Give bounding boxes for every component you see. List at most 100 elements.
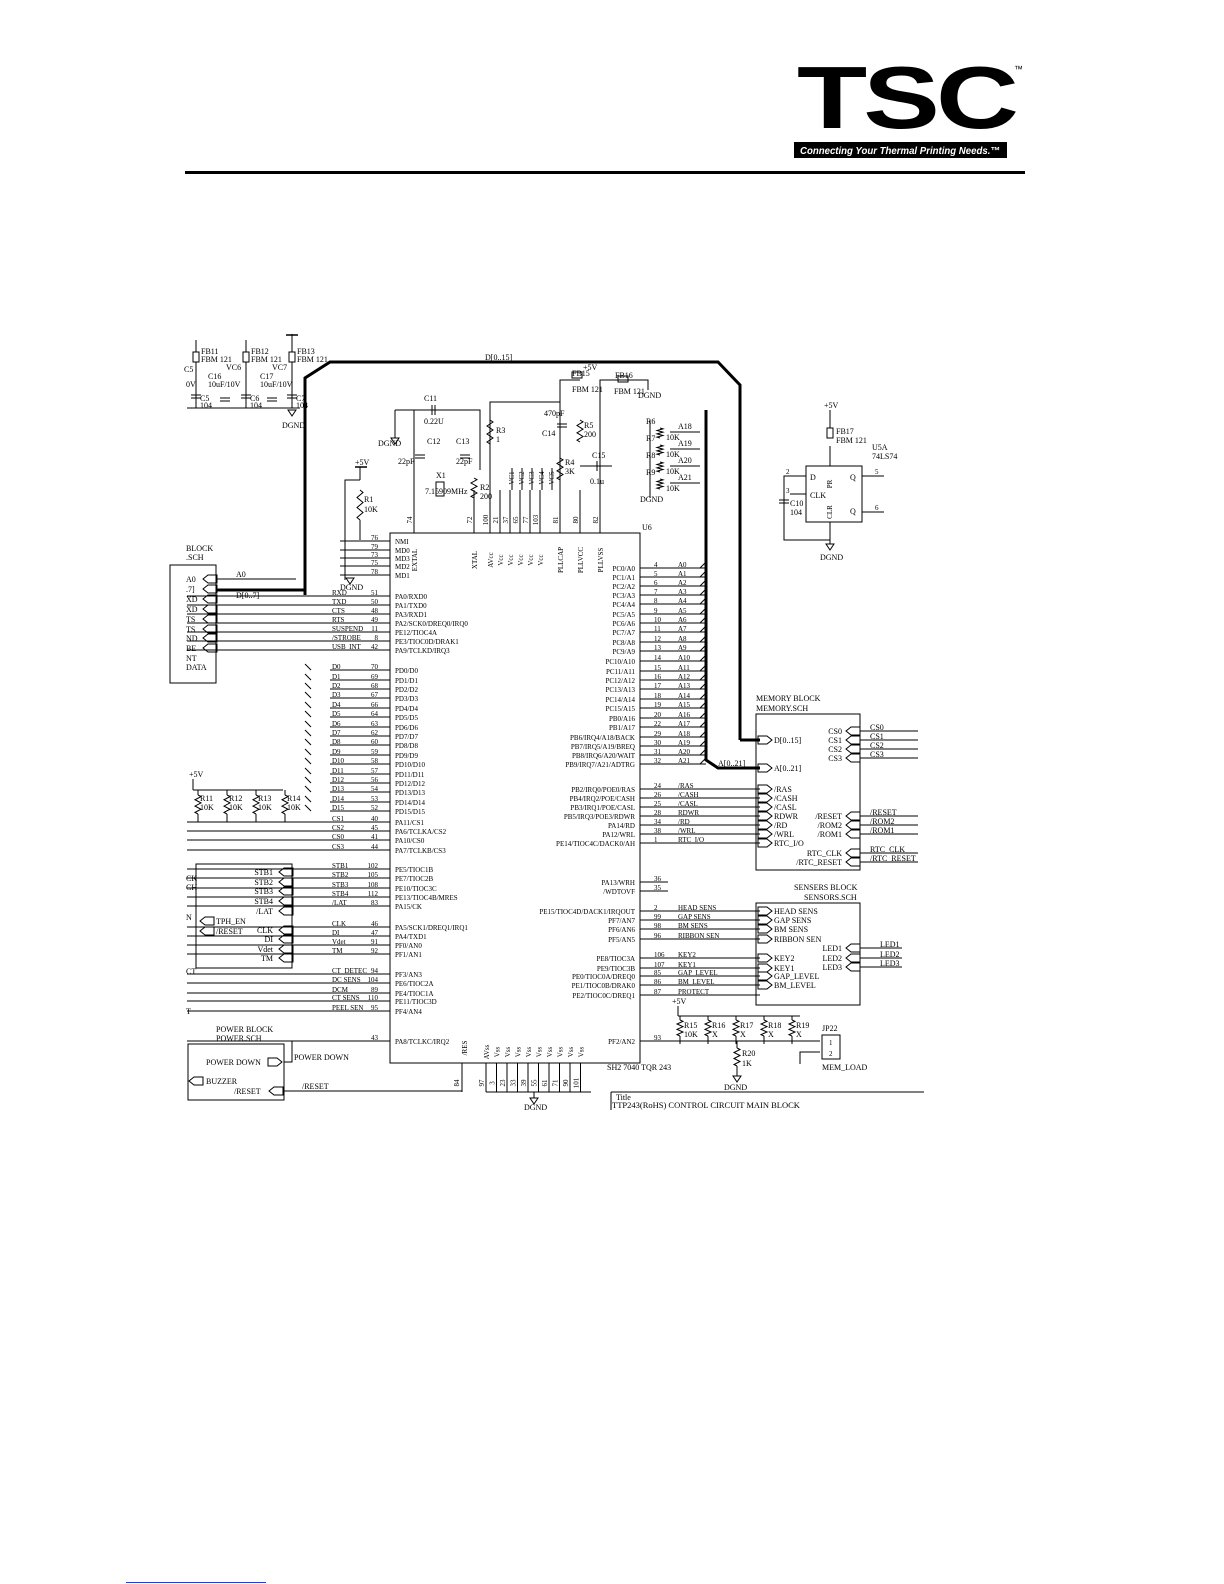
bus-entry — [304, 795, 312, 803]
resistor-ref: R6 — [646, 417, 655, 426]
sensor-port: KEY2 — [774, 954, 794, 963]
bus-entry — [304, 748, 312, 756]
pin-name: PC2/A2 — [612, 583, 635, 591]
pin-name: PD13/D13 — [395, 789, 425, 797]
pin-number: 8 — [654, 597, 658, 605]
bus-entry — [699, 597, 707, 605]
sensor-port: BM_LEVEL — [774, 981, 816, 990]
pin-name: PD9/D9 — [395, 752, 418, 760]
net-label: A4 — [678, 597, 687, 605]
memory-port: CS3 — [828, 754, 842, 763]
pin-name: PF6/AN6 — [608, 926, 635, 934]
pin-number: 20 — [654, 711, 662, 719]
block-file: SENSORS.SCH — [804, 893, 857, 902]
ground-symbol — [345, 577, 355, 585]
port-symbol — [278, 886, 294, 896]
gnd-label: DGND — [282, 421, 305, 430]
pin-name: PD10/D10 — [395, 761, 425, 769]
port-symbol — [278, 925, 294, 935]
net-label: STB3 — [332, 881, 349, 889]
bus-entry — [304, 710, 312, 718]
port-symbol — [845, 735, 861, 745]
pin-number: 108 — [368, 881, 379, 889]
pin-number: 2 — [786, 468, 790, 476]
vcc-label: +5V — [583, 363, 598, 372]
pin-name: PD0/D0 — [395, 667, 418, 675]
net-label: GAP_LEVEL — [678, 969, 718, 977]
pin-number: 78 — [371, 568, 379, 576]
sensor-port: LED2 — [822, 954, 842, 963]
crystal-value: 7.15909MHz — [425, 487, 468, 496]
net-label: D13 — [332, 785, 345, 793]
net-label: SUSPEND — [332, 625, 363, 633]
net-label: PROTECT — [678, 988, 710, 996]
pin-number: 105 — [368, 871, 379, 879]
pin-name: PA7/TCLKB/CS3 — [395, 847, 446, 855]
pin-name: Vss — [515, 1046, 523, 1057]
net-label: DI — [332, 929, 340, 937]
pin-name: PD8/D8 — [395, 742, 418, 750]
power-port: /RESET — [234, 1087, 261, 1096]
port-symbol — [757, 820, 773, 830]
net-label: D6 — [332, 720, 341, 728]
pin-number: 73 — [371, 551, 379, 559]
logo-trademark: ™ — [1014, 64, 1022, 74]
pin-name: PA6/TCLKA/CS2 — [395, 828, 447, 836]
resistor-ref: R5 — [584, 421, 593, 430]
resistor-ref: R4 — [565, 458, 574, 467]
memory-port: RDWR — [774, 812, 799, 821]
pin-number: 6 — [654, 579, 658, 587]
pin-name: Vcc — [537, 554, 545, 565]
resistor-ref: R9 — [646, 468, 655, 477]
bus-label: A[0..21] — [718, 759, 745, 768]
cap-value: 0V — [186, 380, 196, 389]
cap-value: 470pF — [544, 409, 565, 418]
net-label: D10 — [332, 757, 345, 765]
bus-entry — [304, 691, 312, 699]
block-port: XD — [186, 595, 198, 604]
port-symbol — [757, 838, 773, 848]
bus-entry — [699, 625, 707, 633]
vcc-label: +5V — [824, 401, 839, 410]
pin-name: PC8/A8 — [612, 639, 635, 647]
pin-name: PC12/A12 — [605, 677, 635, 685]
pin-name: PE15/TIOC4D/DACK1/IRQOUT — [539, 908, 635, 916]
net-label: A7 — [678, 625, 687, 633]
cap-ref: C13 — [456, 437, 469, 446]
resistor-ref: R13 — [258, 794, 271, 803]
pin-name: PC3/A3 — [612, 592, 635, 600]
port-symbol — [757, 802, 773, 812]
cap-value: 0.1u — [590, 477, 604, 486]
net-label: A1 — [678, 570, 687, 578]
port-symbol — [757, 934, 773, 944]
pin-name: Vcc — [507, 554, 515, 565]
bus-label: D[0..15] — [485, 353, 512, 362]
pin-number: 26 — [654, 791, 662, 799]
pin-number: 59 — [371, 748, 379, 756]
gnd-label: DGND — [640, 495, 663, 504]
pin-number: 100 — [482, 514, 490, 525]
memory-port: RTC_I/O — [774, 839, 804, 848]
pin-number: 64 — [371, 710, 379, 718]
bus-entry — [699, 673, 707, 681]
resistor-R11 — [193, 794, 203, 815]
bus-entry — [699, 739, 707, 747]
net-label: DCM — [332, 986, 349, 994]
pin-number: 1 — [829, 1039, 833, 1047]
pin-name: PD12/D12 — [395, 780, 425, 788]
block-port: XD — [186, 605, 198, 614]
pin-number: 68 — [371, 682, 379, 690]
net-label: /ROM1 — [870, 826, 894, 835]
net-label: D15 — [332, 804, 345, 812]
bus-label: D[0..7] — [236, 591, 259, 600]
resistor-value: 3K — [565, 467, 575, 476]
resistor-value: 10K — [200, 803, 214, 812]
port-symbol — [278, 867, 294, 877]
ferrite-value: FBM 121 — [251, 355, 282, 364]
pin-number: 104 — [368, 976, 379, 984]
bus-entry — [699, 654, 707, 662]
bus-entry — [304, 682, 312, 690]
pin-name: AVss — [483, 1044, 491, 1059]
pin-name: NMI — [395, 538, 409, 546]
resistor-R13 — [251, 794, 261, 815]
